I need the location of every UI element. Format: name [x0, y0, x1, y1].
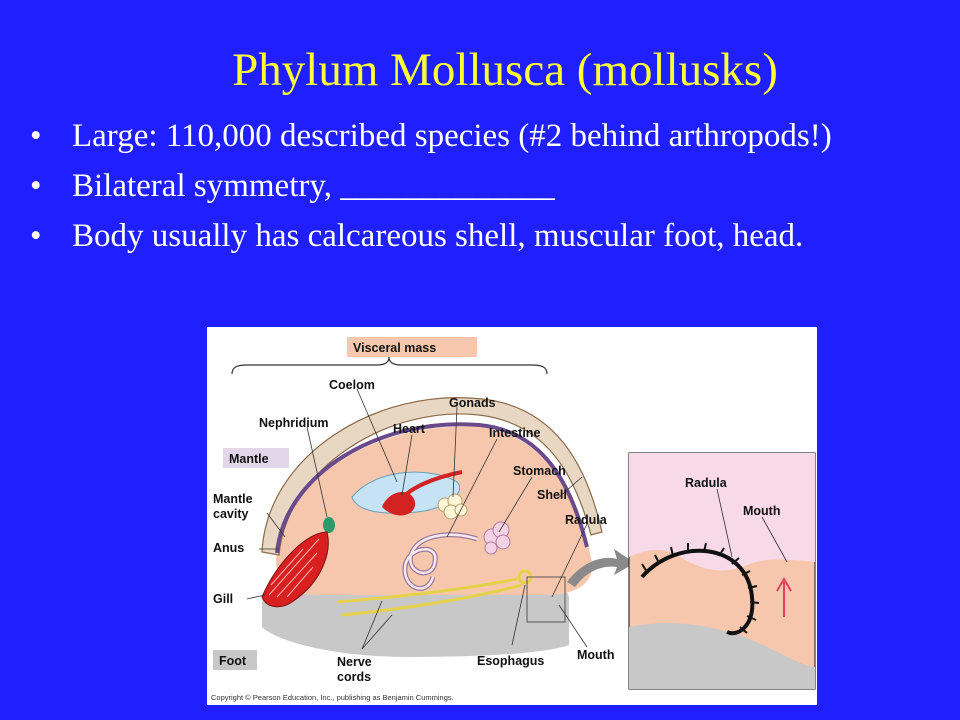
bullet-dot: •	[30, 218, 42, 254]
visceral-mass-label: Visceral mass	[353, 341, 436, 355]
nerve-cords-label-2: cords	[337, 670, 371, 684]
mantle-cavity-label-2: cavity	[213, 507, 248, 521]
bullet-text: Large: 110,000 described species (#2 beh…	[72, 118, 832, 154]
stomach-label: Stomach	[513, 464, 566, 478]
bullet-dot: •	[30, 168, 42, 204]
inset-radula-label: Radula	[685, 476, 728, 490]
bullet-text: Body usually has calcareous shell, muscu…	[72, 218, 804, 254]
heart-label: Heart	[393, 422, 426, 436]
bullet-item: • Bilateral symmetry, _____________	[30, 168, 935, 205]
mantle-line	[275, 422, 589, 554]
visceral-mass-label-box	[347, 337, 477, 357]
stomach-shape	[483, 521, 511, 555]
mouth-label: Mouth	[577, 648, 614, 662]
bullet-item: • Body usually has calcareous shell, mus…	[30, 218, 935, 255]
heart-vessel	[395, 470, 463, 507]
gill-lamellae	[268, 538, 320, 598]
foot-label-box	[213, 650, 257, 670]
bullet-text: Bilateral symmetry, _____________	[72, 168, 555, 204]
leader-lines	[246, 388, 788, 650]
shell-label: Shell	[537, 488, 567, 502]
foot-shape	[262, 577, 569, 657]
radula-label: Radula	[565, 513, 608, 527]
gonads-label: Gonads	[449, 396, 496, 410]
nerve-cords-label-1: Nerve	[337, 655, 372, 669]
gill-label: Gill	[213, 592, 233, 606]
visceral-mass-bracket	[231, 356, 548, 375]
mantle-cavity-label-1: Mantle	[213, 492, 253, 506]
radula-zoom-box	[526, 576, 566, 623]
mantle-label: Mantle	[229, 452, 269, 466]
mantle-label-box	[223, 448, 289, 468]
bullet-dot: •	[30, 118, 42, 154]
nephridium-label: Nephridium	[259, 416, 328, 430]
mollusk-anatomy-figure: Visceral mass Coelom Gonads Nephridium H…	[207, 327, 817, 705]
coelom-label: Coelom	[329, 378, 375, 392]
esophagus-label: Esophagus	[477, 654, 544, 668]
bullet-item: • Large: 110,000 described species (#2 b…	[30, 118, 935, 155]
mollusk-anatomy-diagram: Visceral mass Coelom Gonads Nephridium H…	[211, 337, 816, 702]
intestine-label: Intestine	[489, 426, 540, 440]
shell-shape	[261, 397, 603, 556]
foot-label: Foot	[219, 654, 247, 668]
anus-label: Anus	[213, 541, 244, 555]
inset-mouth-label: Mouth	[743, 504, 780, 518]
visceral-mass-shape	[276, 426, 593, 595]
zoom-arrow	[567, 549, 635, 587]
bullet-list: • Large: 110,000 described species (#2 b…	[30, 118, 935, 268]
gill-shape	[261, 531, 329, 608]
nephridium-shape	[323, 517, 335, 533]
copyright-text: Copyright © Pearson Education, Inc., pub…	[211, 693, 454, 702]
intestine-inner	[403, 533, 478, 590]
slide-title: Phylum Mollusca (mollusks)	[232, 44, 778, 96]
